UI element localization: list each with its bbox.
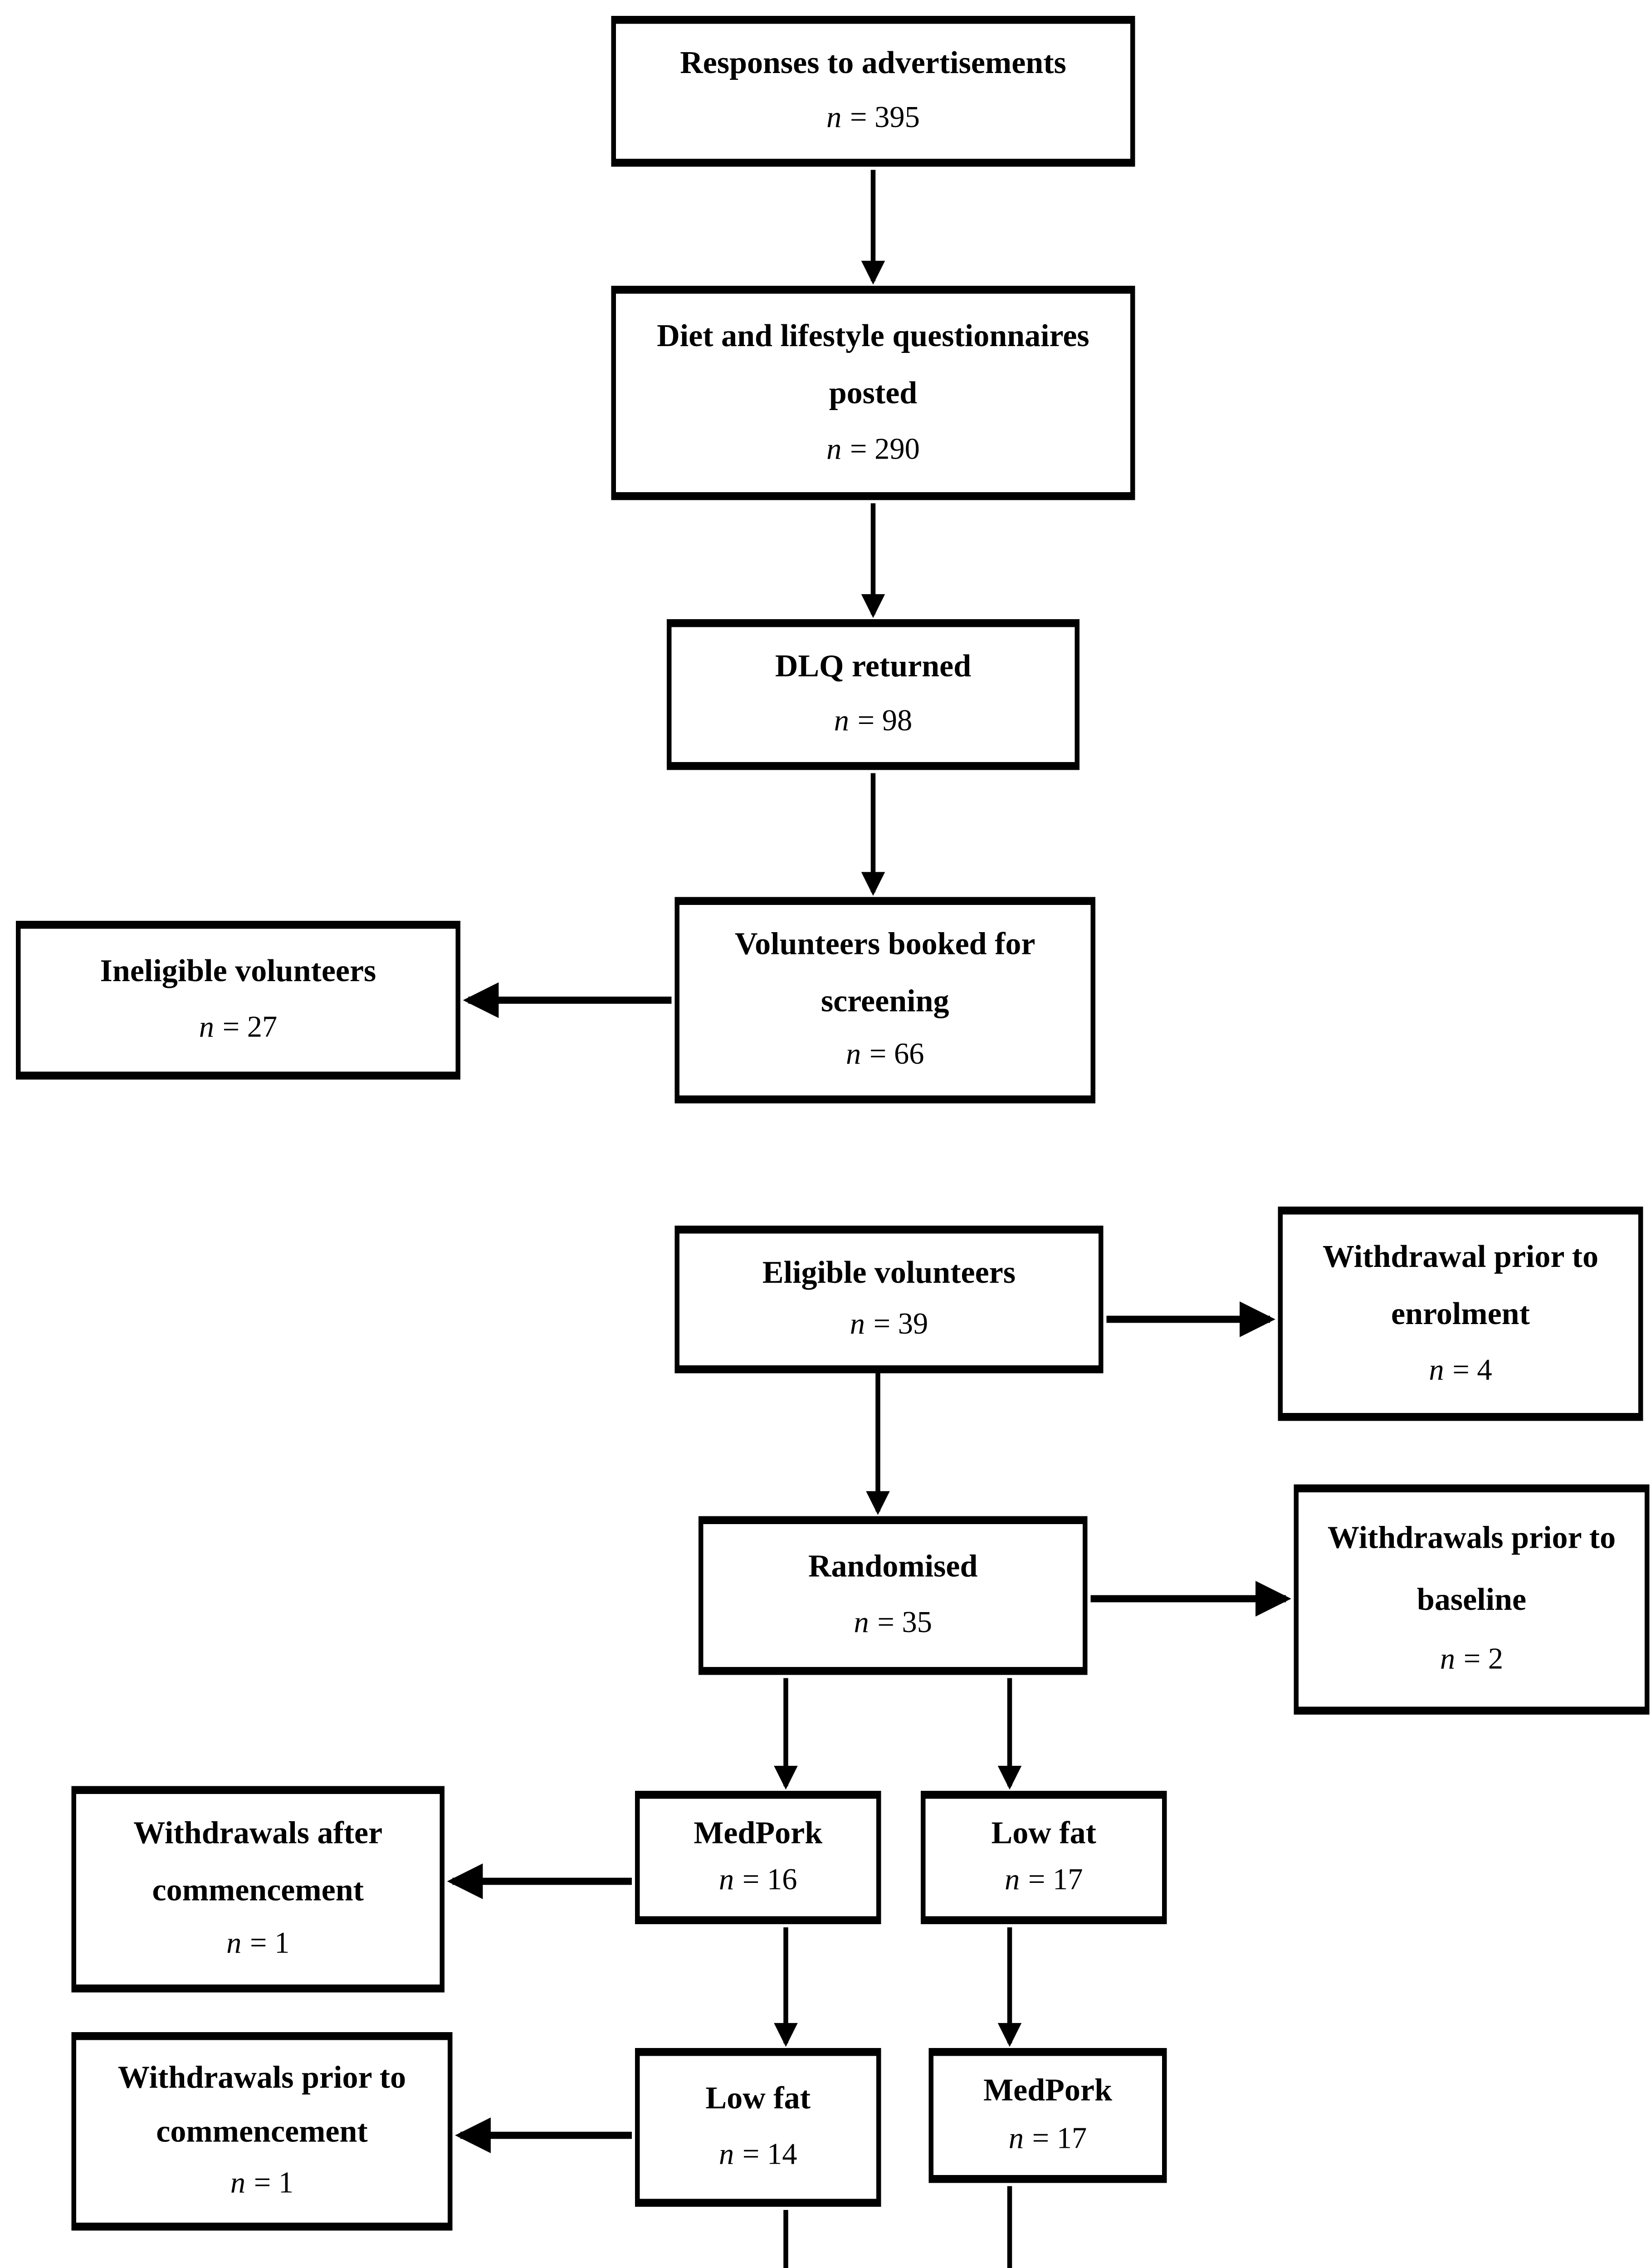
box-lowfat-arm: Low fat n= 17 — [921, 1791, 1167, 1924]
box-title: Withdrawals prior to — [1327, 1521, 1616, 1556]
n-value: = 17 — [1028, 1864, 1083, 1898]
n-symbol: n — [719, 2138, 734, 2172]
box-dlq-posted: Diet and lifestyle questionnaires posted… — [611, 286, 1135, 500]
box-ineligible-volunteers: Ineligible volunteers n= 27 — [16, 921, 460, 1080]
box-title: DLQ returned — [775, 650, 972, 685]
n-value: = 1 — [254, 2167, 294, 2201]
box-title: Low fat — [991, 1816, 1096, 1851]
box-title: MedPork — [983, 2073, 1112, 2109]
box-count: n= 2 — [1440, 1643, 1503, 1680]
box-count: n= 1 — [230, 2167, 293, 2204]
box-count: n= 4 — [1429, 1354, 1492, 1390]
box-count: n= 290 — [826, 433, 920, 469]
box-title-line2: posted — [829, 376, 918, 411]
box-medpork-arm: MedPork n= 16 — [635, 1791, 881, 1924]
box-withdrawals-prior-to-commencement: Withdrawals prior to commencement n= 1 — [71, 2032, 453, 2231]
box-title-line2: screening — [821, 983, 949, 1019]
box-withdrawals-after-commencement: Withdrawals after commencement n= 1 — [71, 1786, 444, 1993]
n-symbol: n — [834, 704, 850, 738]
box-count: n= 17 — [1005, 1865, 1083, 1901]
box-medpork-crossover: MedPork n= 17 — [928, 2048, 1167, 2183]
box-eligible-volunteers: Eligible volunteers n= 39 — [674, 1226, 1104, 1374]
box-count: n= 35 — [854, 1607, 932, 1643]
box-title: Randomised — [808, 1549, 978, 1585]
box-volunteers-booked-for-screening: Volunteers booked for screening n= 66 — [674, 897, 1095, 1104]
n-value: = 39 — [873, 1309, 928, 1343]
box-count: n= 14 — [719, 2139, 797, 2175]
box-count: n= 16 — [719, 1865, 797, 1901]
n-value: = 35 — [877, 1607, 932, 1640]
box-title-line2: baseline — [1417, 1583, 1527, 1618]
n-value: = 16 — [742, 1864, 797, 1898]
box-lowfat-crossover: Low fat n= 14 — [635, 2048, 881, 2207]
n-value: = 98 — [857, 704, 913, 738]
n-value: = 4 — [1452, 1354, 1492, 1387]
box-title: Low fat — [705, 2081, 811, 2116]
box-count: n= 98 — [834, 704, 912, 741]
box-title: Eligible volunteers — [762, 1255, 1016, 1290]
box-count: n= 27 — [199, 1012, 277, 1048]
box-title-line2: enrolment — [1391, 1297, 1530, 1332]
n-value: = 17 — [1032, 2122, 1087, 2156]
box-title: Volunteers booked for — [735, 928, 1036, 963]
n-symbol: n — [1429, 1354, 1444, 1387]
n-symbol: n — [826, 433, 842, 466]
n-symbol: n — [1008, 2122, 1024, 2156]
n-value: = 14 — [742, 2138, 797, 2172]
n-symbol: n — [230, 2167, 246, 2201]
box-count: n= 66 — [846, 1038, 924, 1075]
box-count: n= 1 — [226, 1927, 289, 1964]
box-title-line2: commencement — [152, 1872, 364, 1908]
box-withdrawal-prior-to-enrolment: Withdrawal prior to enrolment n= 4 — [1278, 1207, 1643, 1421]
n-symbol: n — [826, 101, 842, 135]
box-count: n= 39 — [850, 1309, 928, 1345]
box-title: Withdrawals prior to — [117, 2061, 406, 2096]
n-value: = 395 — [850, 101, 920, 135]
n-symbol: n — [854, 1607, 869, 1640]
n-symbol: n — [719, 1864, 734, 1898]
n-symbol: n — [846, 1038, 861, 1072]
box-withdrawals-prior-to-baseline: Withdrawals prior to baseline n= 2 — [1294, 1484, 1650, 1715]
box-count: n= 17 — [1009, 2123, 1087, 2159]
box-title: Responses to advertisements — [680, 46, 1066, 82]
box-title-line2: commencement — [156, 2115, 368, 2150]
n-symbol: n — [199, 1011, 215, 1045]
box-responses-to-advertisements: Responses to advertisements n= 395 — [611, 16, 1135, 167]
n-value: = 66 — [869, 1038, 924, 1072]
n-value: = 2 — [1463, 1643, 1504, 1677]
box-title: Diet and lifestyle questionnaires — [657, 318, 1089, 353]
box-dlq-returned: DLQ returned n= 98 — [667, 619, 1080, 770]
box-title: Withdrawal prior to — [1322, 1239, 1599, 1274]
box-title: Ineligible volunteers — [100, 954, 376, 989]
n-symbol: n — [850, 1309, 865, 1343]
n-value: = 1 — [249, 1927, 290, 1961]
box-count: n= 395 — [826, 101, 920, 137]
n-symbol: n — [1005, 1864, 1020, 1898]
n-symbol: n — [1440, 1643, 1456, 1677]
box-title: Withdrawals after — [133, 1817, 383, 1852]
n-symbol: n — [226, 1927, 242, 1961]
box-title: MedPork — [694, 1816, 823, 1851]
box-randomised: Randomised n= 35 — [698, 1516, 1088, 1675]
n-value: = 27 — [222, 1011, 278, 1045]
n-value: = 290 — [850, 433, 920, 466]
